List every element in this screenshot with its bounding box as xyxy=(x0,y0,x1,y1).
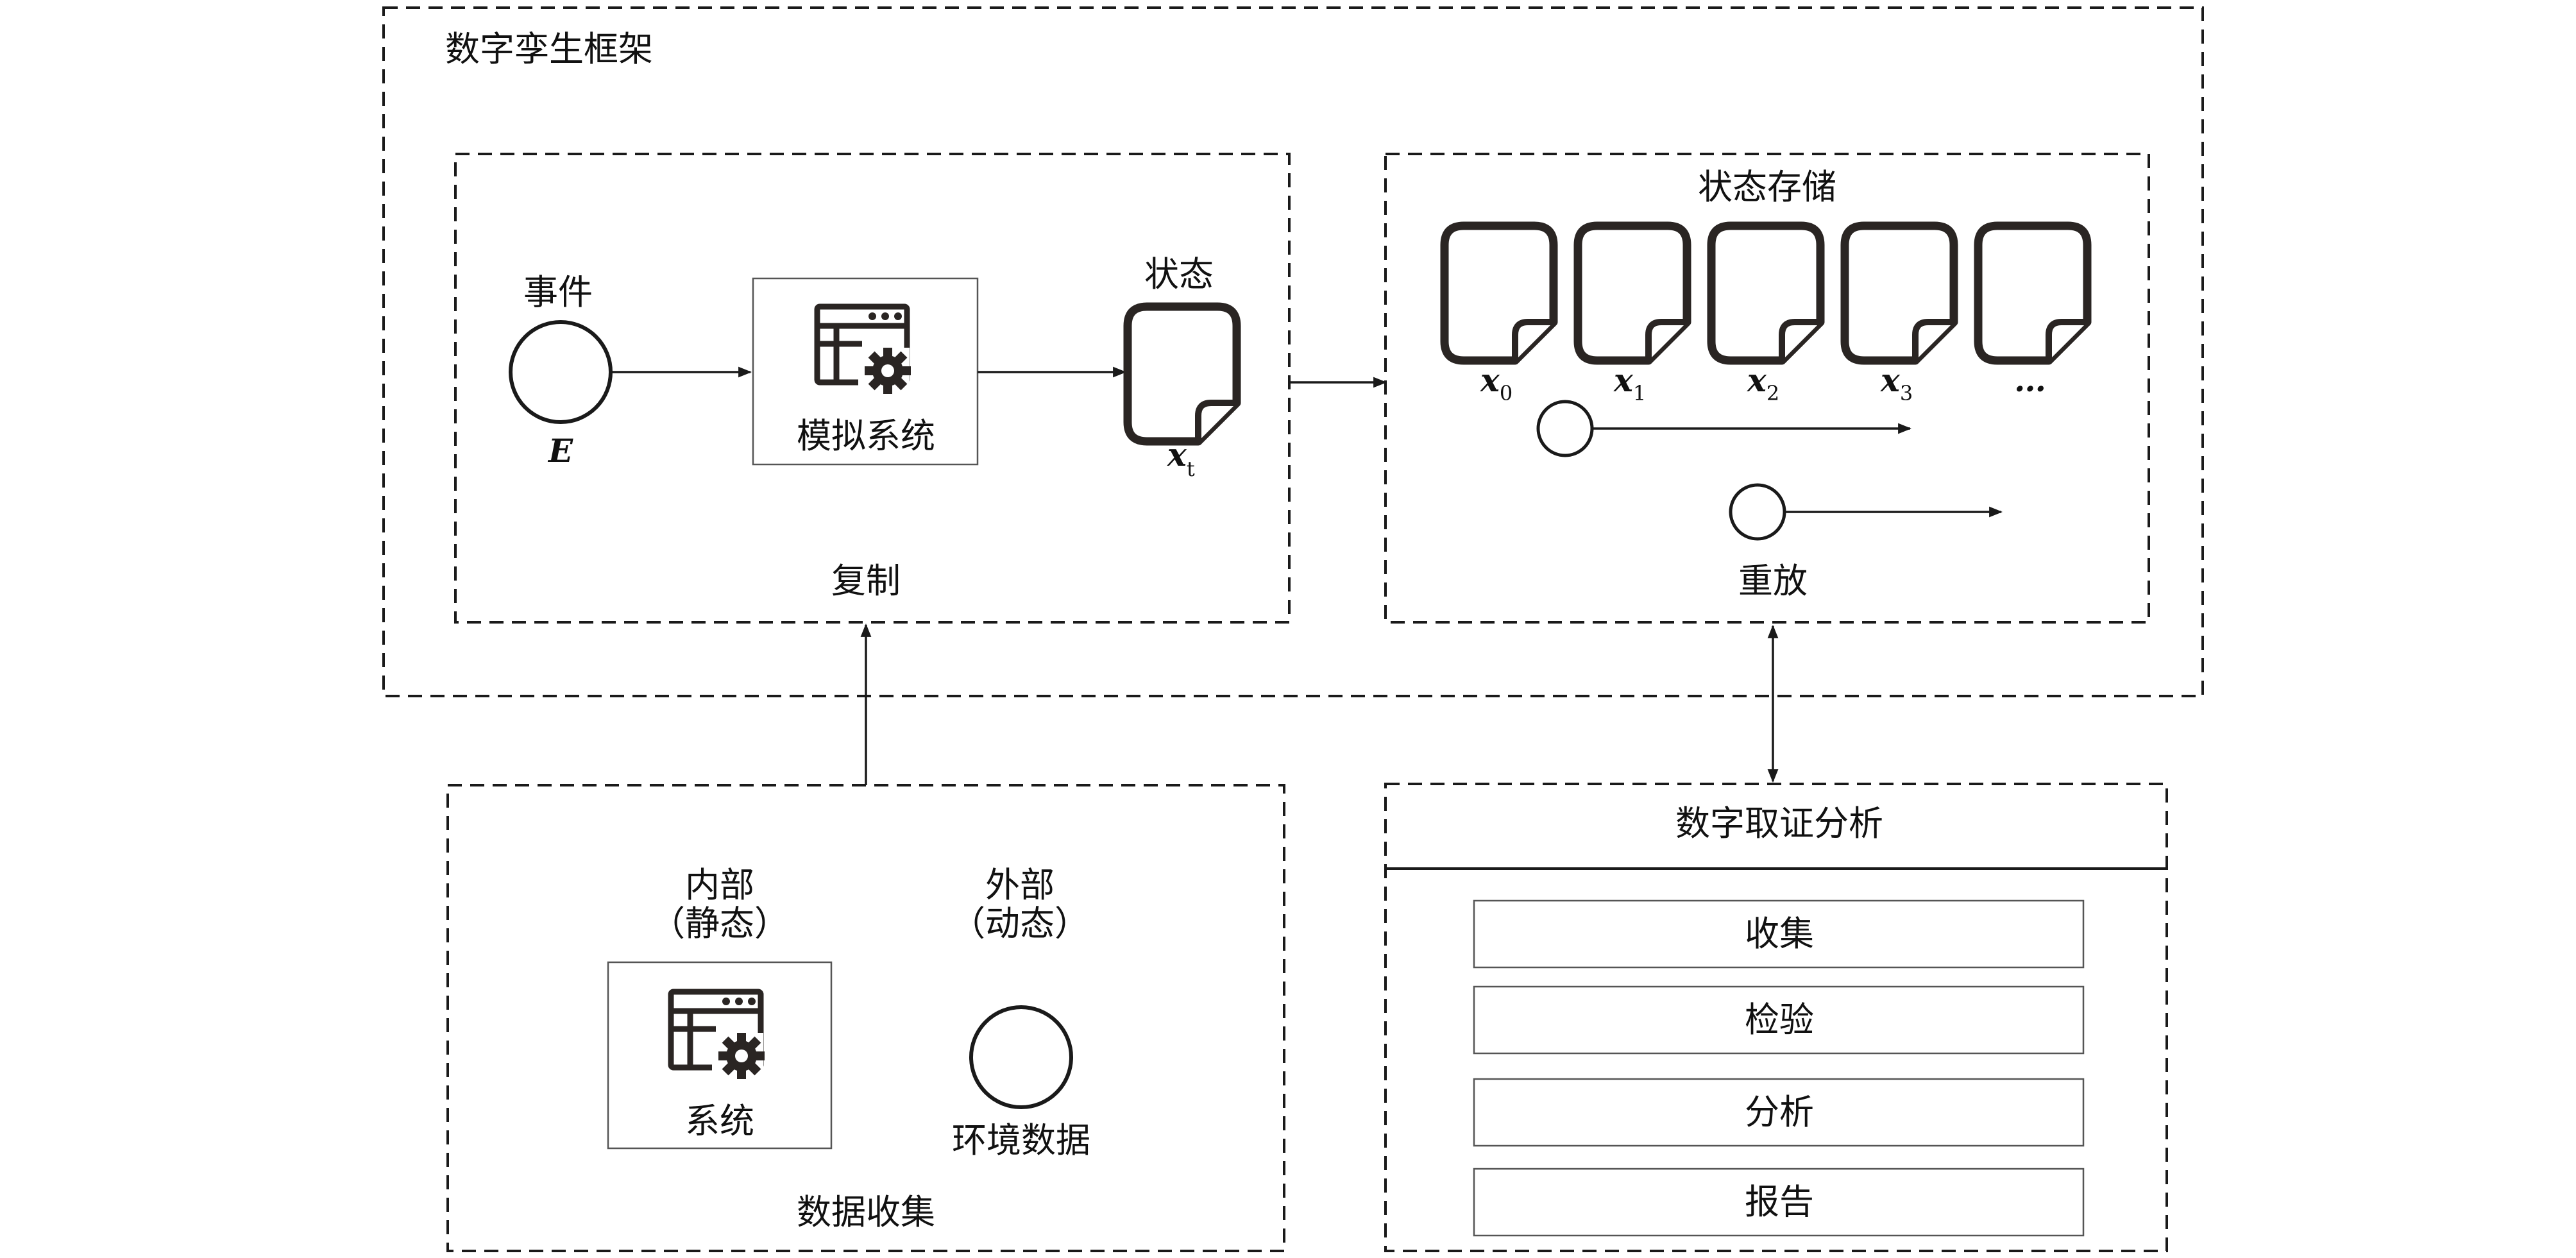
step-box xyxy=(1473,899,2085,969)
state-var: xt xyxy=(1167,436,1195,481)
env-data-label: 环境数据 xyxy=(952,1120,1090,1160)
storage-doc-icon xyxy=(1578,226,1687,361)
replicate-title: 复制 xyxy=(831,561,901,601)
replay-point-1 xyxy=(1536,400,1594,457)
state-label: 状态 xyxy=(1144,254,1214,294)
collection-title: 数据收集 xyxy=(797,1192,935,1232)
event-symbol: E xyxy=(547,432,573,470)
forensics-title: 数字取证分析 xyxy=(1675,803,1883,844)
env-data-circle xyxy=(969,1005,1073,1109)
storage-doc-label: x0 xyxy=(1480,361,1513,405)
internal-label: 内部 xyxy=(685,865,754,905)
framework-title: 数字孪生框架 xyxy=(445,29,653,69)
step-collect: 收集 xyxy=(1745,914,1814,954)
storage-doc-label: … xyxy=(2014,361,2046,399)
step-box xyxy=(1473,985,2085,1055)
framework-box xyxy=(382,6,2204,697)
event-label: 事件 xyxy=(523,272,593,312)
storage-doc-icon xyxy=(1845,226,1954,361)
storage-box xyxy=(1384,153,2150,624)
storage-doc-icon xyxy=(1711,226,1820,361)
step-report: 报告 xyxy=(1745,1182,1814,1222)
step-box xyxy=(1473,1168,2085,1237)
storage-doc-icon xyxy=(1978,226,2087,361)
storage-title: 状态存储 xyxy=(1698,167,1836,207)
forensics-box xyxy=(1384,783,2168,1252)
replay-title: 重放 xyxy=(1738,561,1808,601)
storage-doc-label: x2 xyxy=(1747,361,1779,405)
replay-point-2 xyxy=(1729,483,1786,541)
system-label: 系统 xyxy=(685,1101,754,1141)
forensics-steps: 收集 检验 分析 报告 xyxy=(1473,899,2085,1237)
storage-doc-label: x3 xyxy=(1880,361,1913,405)
external-label: 外部 xyxy=(985,865,1055,905)
step-examine: 检验 xyxy=(1745,999,1814,1040)
step-analyze: 分析 xyxy=(1745,1092,1814,1132)
event-circle xyxy=(509,320,613,424)
state-doc-icon xyxy=(1128,307,1237,441)
sim-system-label: 模拟系统 xyxy=(797,416,935,456)
replicate-box xyxy=(454,153,1291,624)
external-sub-label: （动态） xyxy=(951,903,1089,944)
storage-doc-label: x1 xyxy=(1613,361,1646,405)
collection-box xyxy=(446,784,1285,1252)
step-box xyxy=(1473,1078,2085,1147)
internal-sub-label: （静态） xyxy=(650,903,789,944)
storage-doc-icon xyxy=(1445,226,1554,361)
storage-docs: x0 x1 x2 x3 … xyxy=(1445,226,2087,405)
